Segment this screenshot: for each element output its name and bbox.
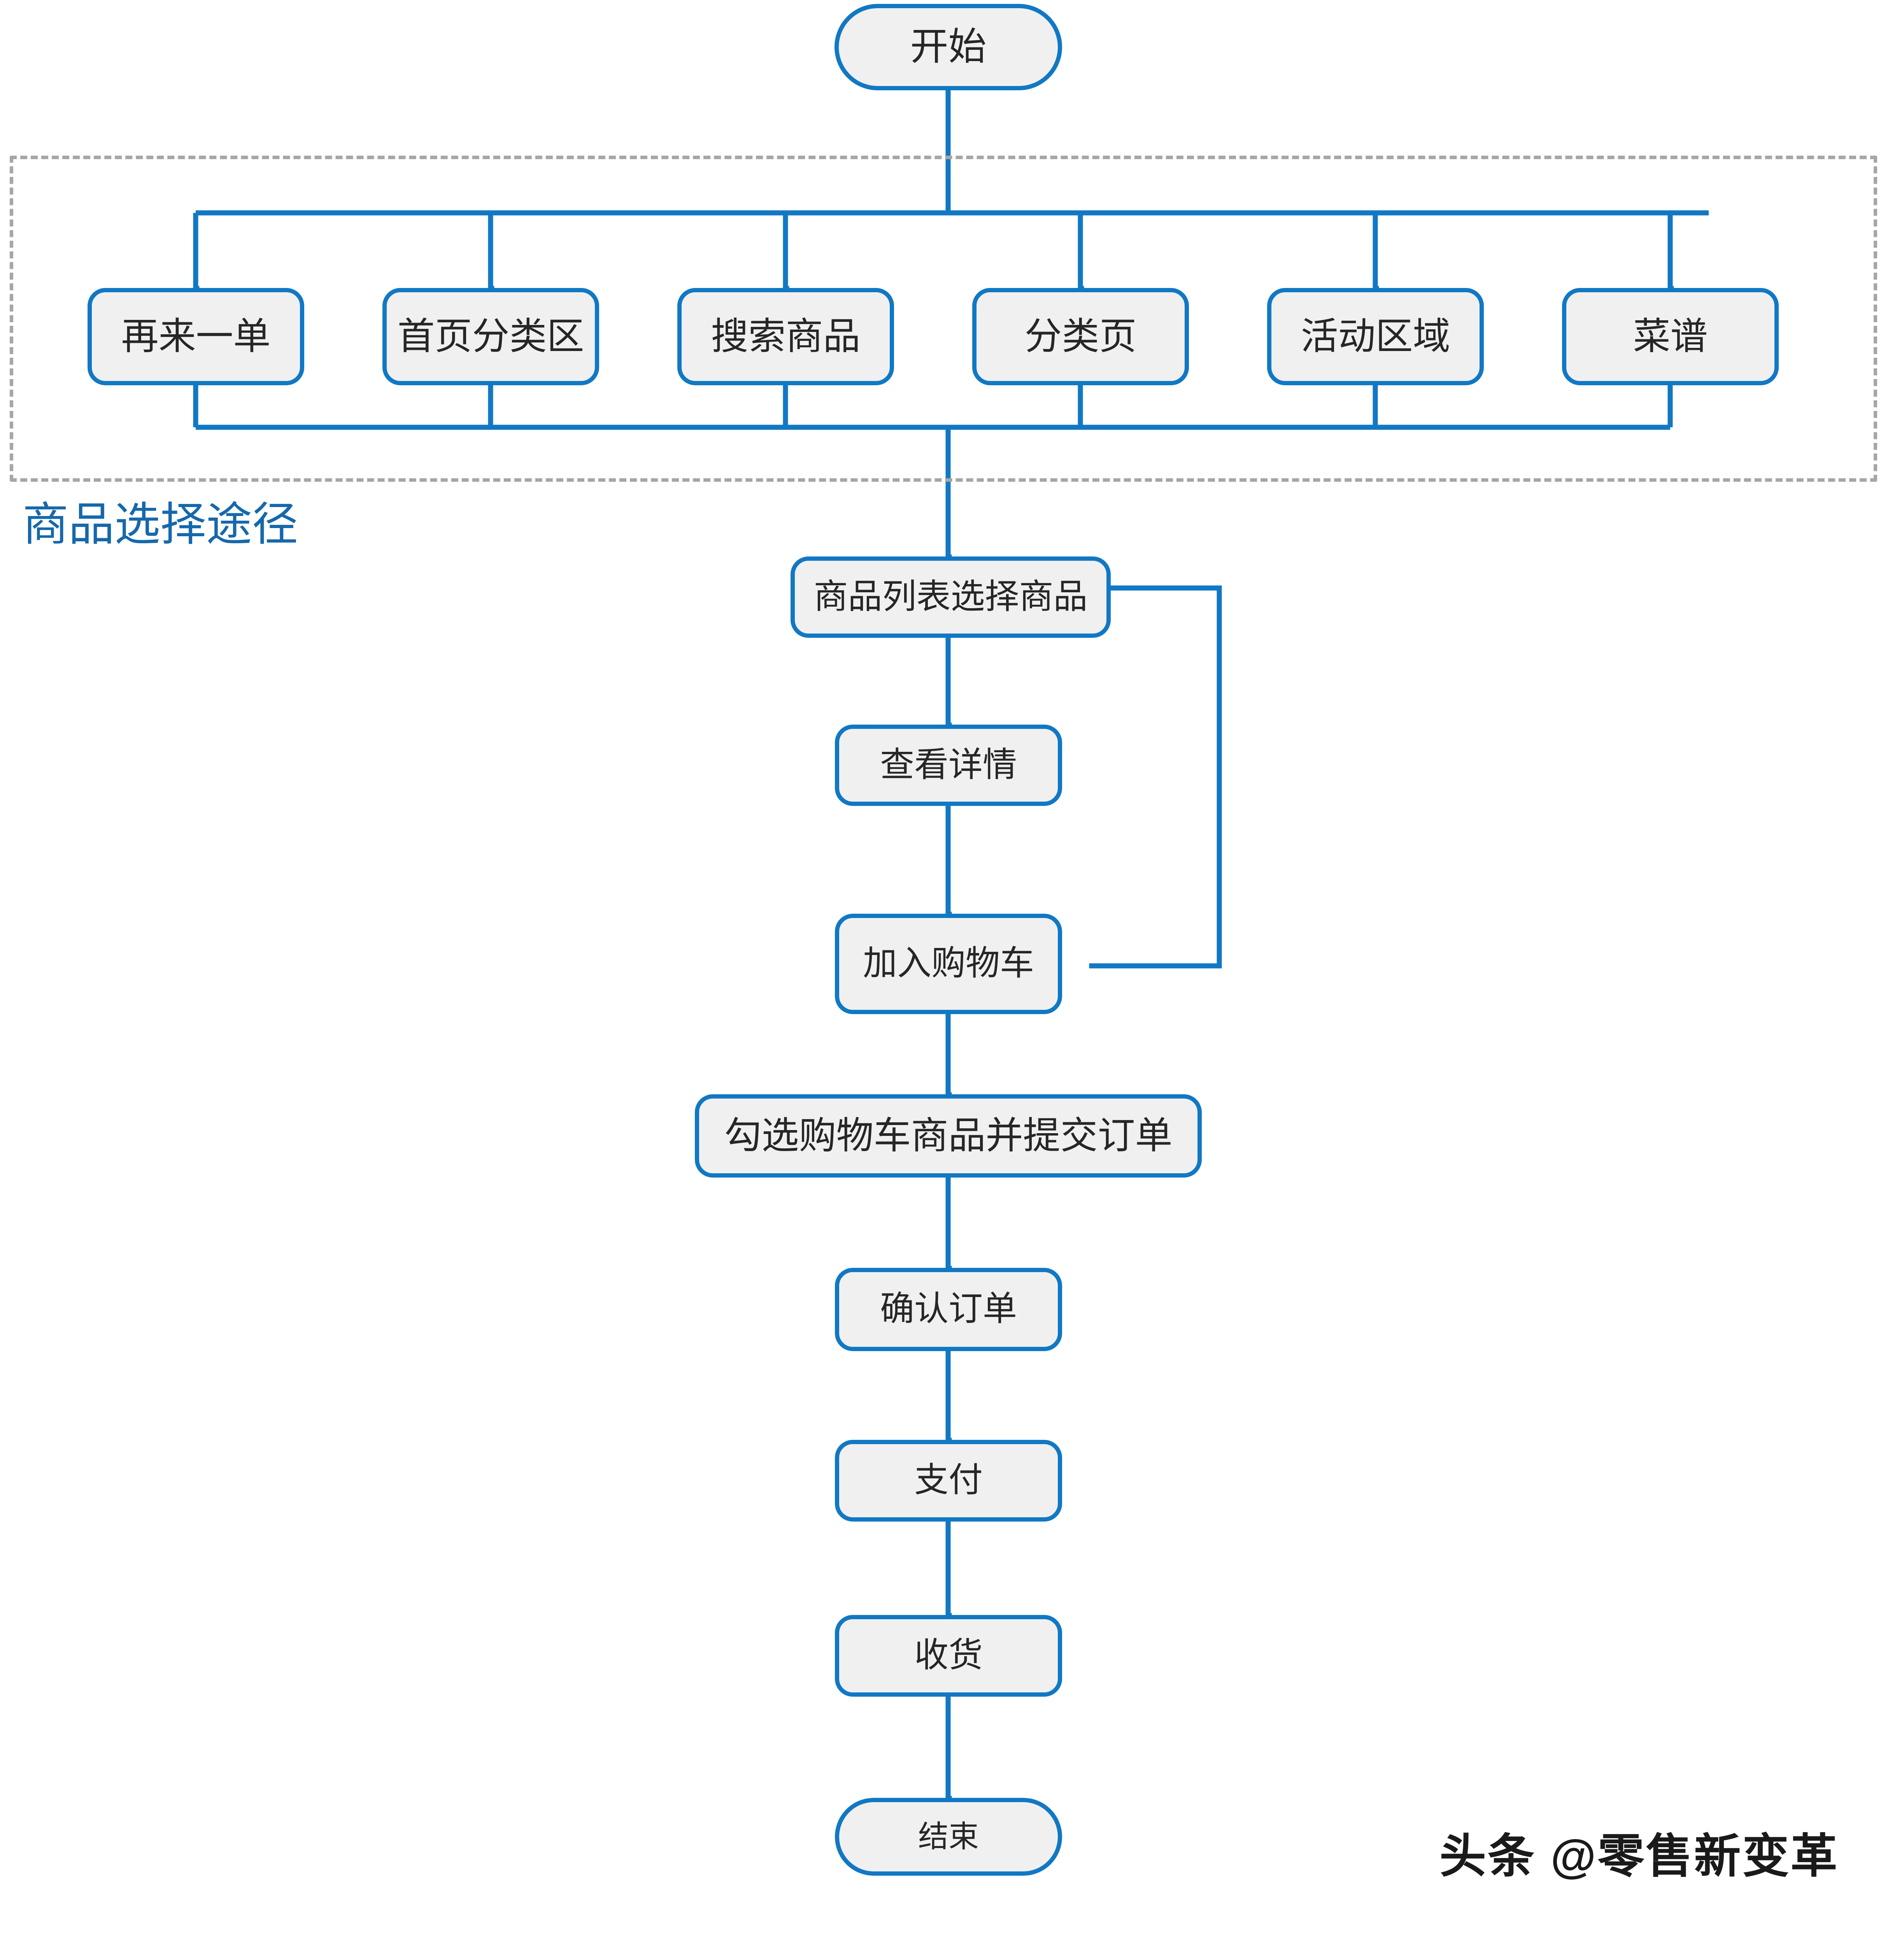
node-end[interactable]: 结束 xyxy=(835,1798,1062,1876)
node-choice-category-page[interactable]: 分类页 xyxy=(972,288,1189,385)
node-confirm-order[interactable]: 确认订单 xyxy=(835,1268,1062,1351)
node-choice-reorder[interactable]: 再来一单 xyxy=(88,288,304,385)
node-start[interactable]: 开始 xyxy=(835,4,1062,90)
group-label-product-selection: 商品选择途径 xyxy=(23,499,298,550)
node-select-cart-and-submit-order[interactable]: 勾选购物车商品并提交订单 xyxy=(695,1094,1202,1178)
node-select-product-from-list[interactable]: 商品列表选择商品 xyxy=(791,556,1111,638)
node-pay[interactable]: 支付 xyxy=(835,1440,1062,1522)
wire-product-list-loop-to-cart xyxy=(1089,585,1222,969)
node-receive-goods[interactable]: 收货 xyxy=(835,1615,1062,1697)
node-view-detail[interactable]: 查看详情 xyxy=(835,725,1062,806)
node-choice-home-category[interactable]: 首页分类区 xyxy=(382,288,599,385)
watermark-text: 头条 @零售新变革 xyxy=(1439,1830,1839,1882)
node-choice-search-product[interactable]: 搜索商品 xyxy=(677,288,894,385)
node-choice-recipe[interactable]: 菜谱 xyxy=(1562,288,1779,385)
node-add-to-cart[interactable]: 加入购物车 xyxy=(835,914,1062,1014)
product-selection-group-region xyxy=(10,156,1877,482)
node-choice-campaign-zone[interactable]: 活动区域 xyxy=(1267,288,1484,385)
